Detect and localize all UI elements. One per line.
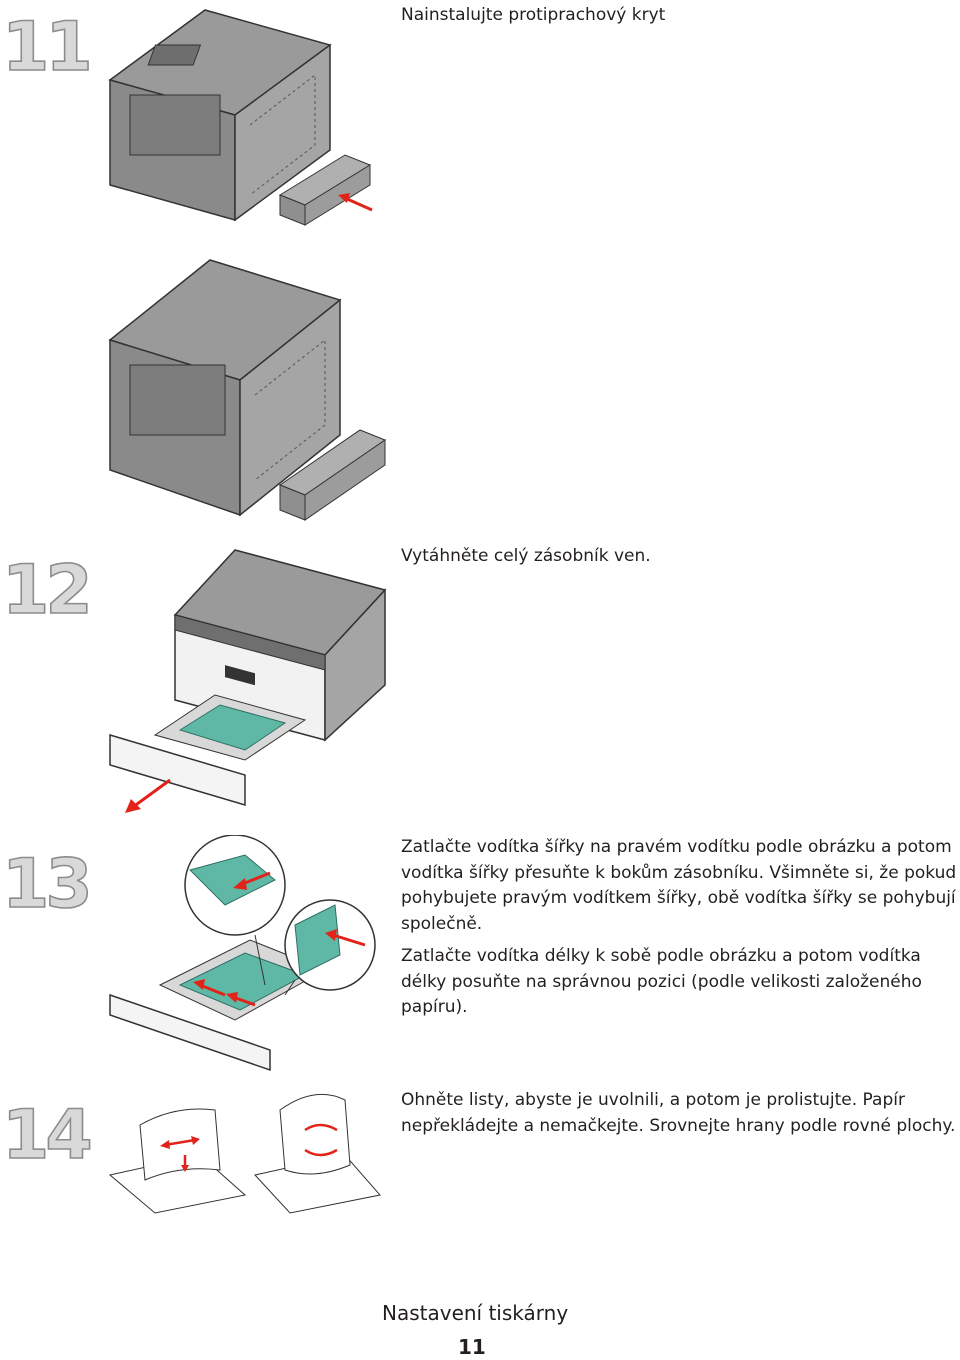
printer-rear-dust-cover-illustration xyxy=(108,9,373,226)
step-13-text: Zatlačte vodítka šířky na pravém vodítku… xyxy=(401,835,960,1028)
page-number: 11 xyxy=(458,1335,486,1359)
step-number-14: 14 xyxy=(1,1096,93,1175)
step-13-paragraph-1: Zatlačte vodítka šířky na pravém vodítku… xyxy=(401,837,957,934)
tray-guides-illustration xyxy=(109,835,376,1072)
step-11-paragraph: Nainstalujte protiprachový kryt xyxy=(401,5,666,25)
step-number-11: 11 xyxy=(1,8,93,87)
step-number-13: 13 xyxy=(1,845,93,924)
printer-with-dust-cover-illustration xyxy=(108,259,387,521)
step-14-paragraph: Ohněte listy, abyste je uvolnili, a poto… xyxy=(401,1090,956,1136)
step-number-12: 12 xyxy=(1,551,93,630)
paper-flexing-illustration xyxy=(108,1093,381,1214)
step-12-text: Vytáhněte celý zásobník ven. xyxy=(401,544,960,577)
step-11-text: Nainstalujte protiprachový kryt xyxy=(401,3,960,36)
step-13-paragraph-2: Zatlačte vodítka délky k sobě podle obrá… xyxy=(401,946,922,1017)
footer-section-title: Nastavení tiskárny xyxy=(382,1301,569,1325)
step-12-paragraph: Vytáhněte celý zásobník ven. xyxy=(401,546,651,566)
printer-tray-removal-illustration xyxy=(109,549,387,813)
step-14-text: Ohněte listy, abyste je uvolnili, a poto… xyxy=(401,1088,960,1146)
